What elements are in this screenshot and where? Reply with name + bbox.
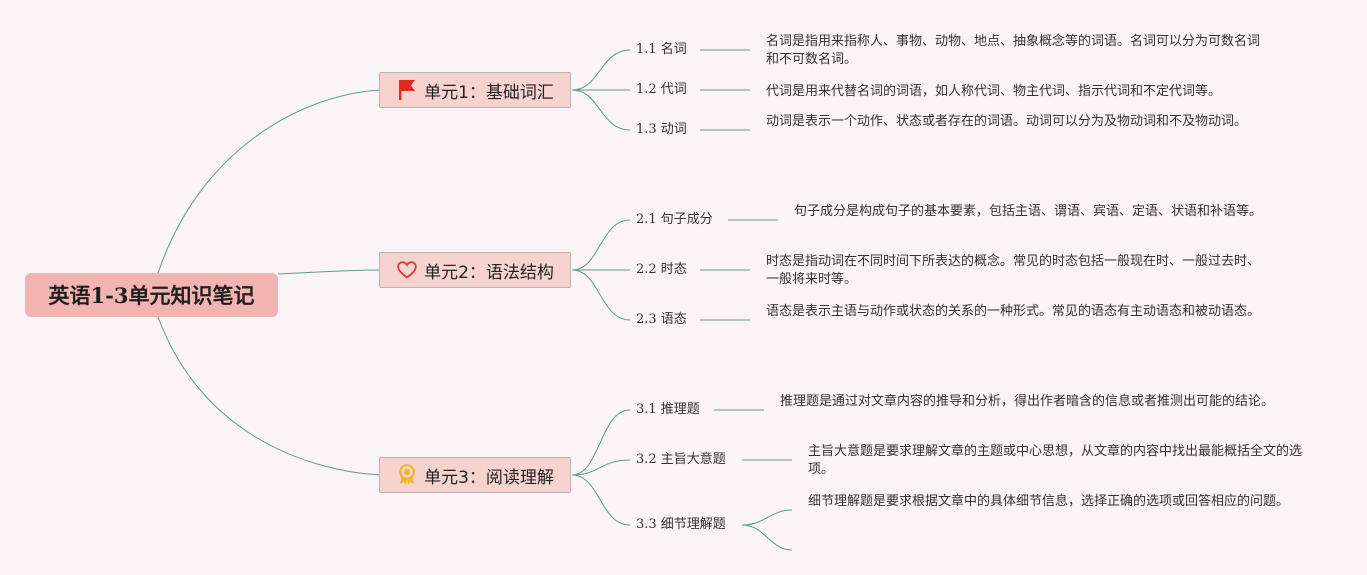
topic-3-3[interactable]: 3.3 细节理解题 bbox=[636, 517, 726, 532]
unit-3-node[interactable]: 单元3：阅读理解 bbox=[379, 457, 571, 493]
desc-1-1: 名词是指用来指称人、事物、动物、地点、抽象概念等的词语。名词可以分为可数名词和不… bbox=[766, 34, 1261, 67]
connector-root-unit1 bbox=[157, 89, 381, 274]
topic-2-1[interactable]: 2.1 句子成分 bbox=[636, 212, 713, 227]
connector-topic-desc-3-3b bbox=[741, 524, 793, 551]
desc-3-3: 细节理解题是要求根据文章中的具体细节信息，选择正确的选项或回答相应的问题。 bbox=[808, 494, 1290, 509]
topic-1-3[interactable]: 1.3 动词 bbox=[636, 122, 687, 137]
topic-1-1[interactable]: 1.1 名词 bbox=[636, 42, 687, 57]
unit-1-node[interactable]: 单元1：基础词汇 bbox=[379, 72, 571, 108]
desc-2-1: 句子成分是构成句子的基本要素，包括主语、谓语、宾语、定语、状语和补语等。 bbox=[794, 204, 1263, 219]
desc-1-2: 代词是用来代替名词的词语，如人称代词、物主代词、指示代词和不定代词等。 bbox=[766, 84, 1222, 99]
topic-1-2[interactable]: 1.2 代词 bbox=[636, 82, 687, 97]
connector-unit3-topic3 bbox=[571, 474, 631, 526]
award-icon bbox=[396, 464, 418, 486]
topic-2-2[interactable]: 2.2 时态 bbox=[636, 262, 687, 277]
desc-3-2: 主旨大意题是要求理解文章的主题或中心思想，从文章的内容中找出最能概括全文的选项。 bbox=[808, 444, 1303, 477]
unit-3-label: 单元3：阅读理解 bbox=[424, 467, 554, 488]
connector-root-unit2 bbox=[277, 269, 381, 275]
heart-icon bbox=[396, 259, 418, 281]
flag-icon bbox=[396, 79, 418, 101]
connector-unit1-topic3 bbox=[571, 89, 631, 131]
connector-unit2-topic3 bbox=[571, 269, 631, 321]
desc-2-2: 时态是指动词在不同时间下所表达的概念。常见的时态包括一般现在时、一般过去时、一般… bbox=[766, 254, 1261, 287]
desc-2-3: 语态是表示主语与动作或状态的关系的一种形式。常见的语态有主动语态和被动语态。 bbox=[766, 304, 1261, 319]
connector-unit3-topic2 bbox=[571, 459, 631, 476]
connector-unit3-topic1 bbox=[571, 409, 631, 476]
desc-1-3: 动词是表示一个动作、状态或者存在的词语。动词可以分为及物动词和不及物动词。 bbox=[766, 114, 1248, 129]
connector-unit2-topic1 bbox=[571, 219, 631, 271]
topic-3-1[interactable]: 3.1 推理题 bbox=[636, 402, 700, 417]
desc-3-1: 推理题是通过对文章内容的推导和分析，得出作者暗含的信息或者推测出可能的结论。 bbox=[780, 394, 1275, 409]
connector-unit1-topic1 bbox=[571, 49, 631, 91]
topic-3-2[interactable]: 3.2 主旨大意题 bbox=[636, 452, 726, 467]
unit-2-node[interactable]: 单元2：语法结构 bbox=[379, 252, 571, 288]
connector-topic-desc-3-3a bbox=[741, 509, 793, 526]
connector-root-unit3 bbox=[157, 316, 381, 476]
root-topic[interactable]: 英语1-3单元知识笔记 bbox=[25, 273, 278, 317]
unit-2-label: 单元2：语法结构 bbox=[424, 262, 554, 283]
unit-1-label: 单元1：基础词汇 bbox=[424, 82, 554, 103]
topic-2-3[interactable]: 2.3 语态 bbox=[636, 312, 687, 327]
